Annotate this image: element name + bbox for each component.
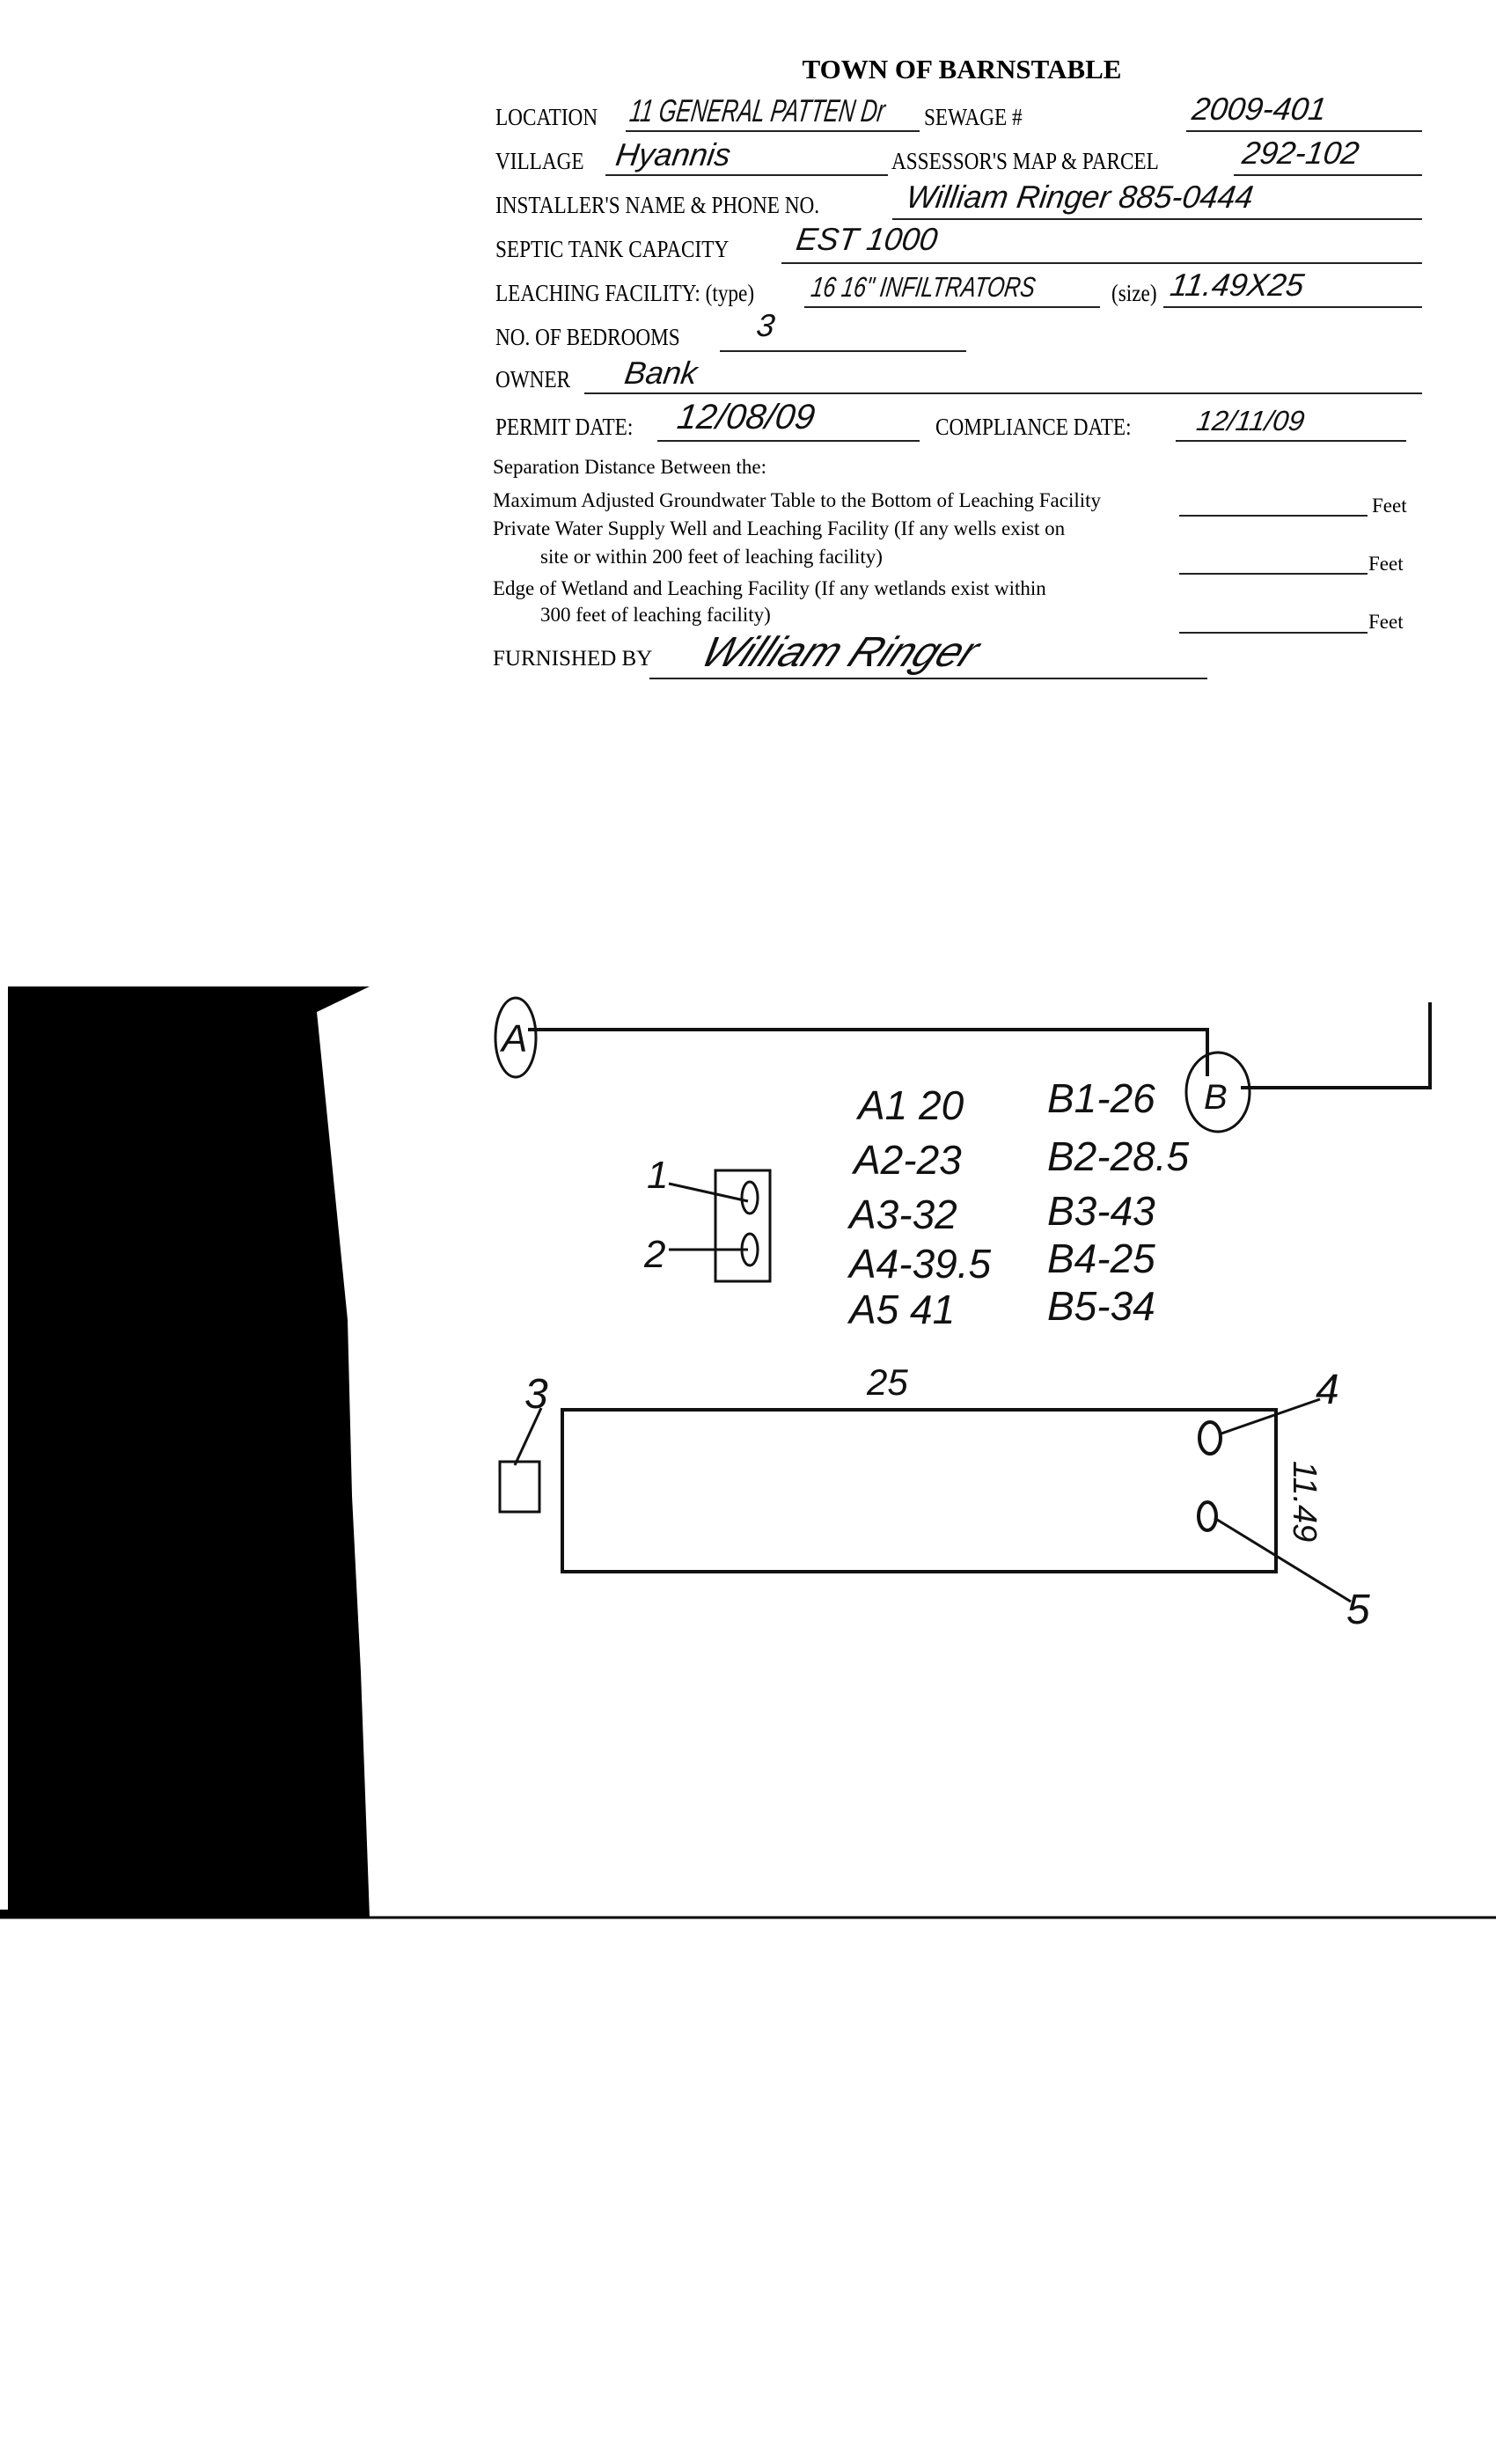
wetland-feet-line: [1179, 632, 1368, 634]
location-line: [626, 130, 920, 132]
size-line: [1163, 306, 1422, 308]
size-label: (size): [1111, 280, 1157, 306]
furnished-by-line: [649, 678, 1207, 679]
a-reading-3: A3-32: [847, 1192, 957, 1237]
bedrooms-label: NO. OF BEDROOMS: [495, 324, 680, 350]
installer-line: [892, 218, 1422, 220]
field-length-label: 25: [866, 1361, 908, 1403]
pointer-1: [668, 1182, 749, 1203]
separation-well-line1: Private Water Supply Well and Leaching F…: [493, 517, 1066, 539]
pointer-4: [1218, 1397, 1321, 1436]
port-5-circle: [1197, 1500, 1218, 1532]
map-parcel-line: [1234, 174, 1422, 176]
reference-line-b: [1241, 1002, 1432, 1089]
b-reading-2: B2-28.5: [1047, 1133, 1190, 1179]
outlet-1-circle: [740, 1180, 759, 1215]
groundwater-feet-line: [1179, 515, 1368, 517]
separation-heading: Separation Distance Between the:: [493, 456, 767, 478]
septic-line: [781, 262, 1422, 264]
point-a-label: A: [499, 1017, 527, 1060]
permit-date-line: [657, 440, 920, 442]
b-reading-5: B5-34: [1047, 1283, 1155, 1329]
permit-date-label: PERMIT DATE:: [495, 414, 634, 440]
village-line: [605, 174, 888, 176]
field-width-label: 11.49: [1286, 1461, 1323, 1542]
separation-wetland-line1: Edge of Wetland and Leaching Facility (I…: [493, 577, 1046, 599]
scan-shadow-band: [0, 986, 370, 1918]
septic-label: SEPTIC TANK CAPACITY: [495, 236, 730, 262]
point-b-circle: [1184, 1051, 1251, 1133]
outlet-1-label: 1: [647, 1154, 668, 1197]
sewage-label: SEWAGE #: [924, 104, 1023, 130]
wetland-feet-label: Feet: [1368, 611, 1404, 633]
bedrooms-line: [720, 350, 966, 352]
well-feet-label: Feet: [1368, 553, 1404, 575]
groundwater-feet-label: Feet: [1372, 495, 1407, 517]
a-reading-2: A2-23: [851, 1137, 962, 1183]
installer-label: INSTALLER'S NAME & PHONE NO.: [495, 192, 820, 218]
map-parcel-label: ASSESSOR'S MAP & PARCEL: [891, 148, 1159, 174]
document-title: TOWN OF BARNSTABLE: [802, 54, 1122, 84]
port-4-circle: [1198, 1420, 1222, 1456]
b-reading-3: B3-43: [1047, 1188, 1155, 1234]
leaching-field: [561, 1408, 1278, 1573]
point-b-label: B: [1204, 1078, 1228, 1117]
b-reading-4: B4-25: [1047, 1236, 1155, 1281]
leaching-type-line: [804, 306, 1100, 308]
separation-groundwater: Maximum Adjusted Groundwater Table to th…: [493, 489, 1102, 511]
distribution-box: [714, 1169, 772, 1283]
port-label-4: 4: [1316, 1367, 1339, 1413]
reference-line: [528, 1028, 1209, 1076]
outlet-2-label: 2: [643, 1233, 665, 1276]
well-feet-line: [1179, 573, 1368, 575]
pointer-5: [1214, 1516, 1352, 1603]
owner-label: OWNER: [495, 366, 571, 392]
tank-box: [498, 1460, 541, 1514]
point-a-circle: [494, 996, 538, 1079]
port-label-5: 5: [1346, 1587, 1370, 1633]
compliance-date-line: [1176, 440, 1406, 442]
separation-well-line2: site or within 200 feet of leaching faci…: [540, 546, 883, 568]
sewage-line: [1186, 130, 1422, 132]
tank-label-3: 3: [524, 1371, 548, 1418]
b-reading-1: B1-26: [1047, 1075, 1155, 1121]
leaching-label: LEACHING FACILITY: (type): [495, 280, 755, 306]
owner-line: [584, 392, 1422, 394]
compliance-date-label: COMPLIANCE DATE:: [935, 414, 1132, 440]
a-reading-1: A1 20: [855, 1082, 964, 1128]
a-reading-4: A4-39.5: [847, 1241, 992, 1287]
location-label: LOCATION: [495, 104, 598, 130]
village-label: VILLAGE: [495, 148, 584, 174]
furnished-by-label: FURNISHED BY: [493, 647, 653, 671]
separation-wetland-line2: 300 feet of leaching facility): [540, 604, 771, 626]
a-reading-5: A5 41: [847, 1287, 955, 1332]
pointer-3: [513, 1407, 543, 1466]
